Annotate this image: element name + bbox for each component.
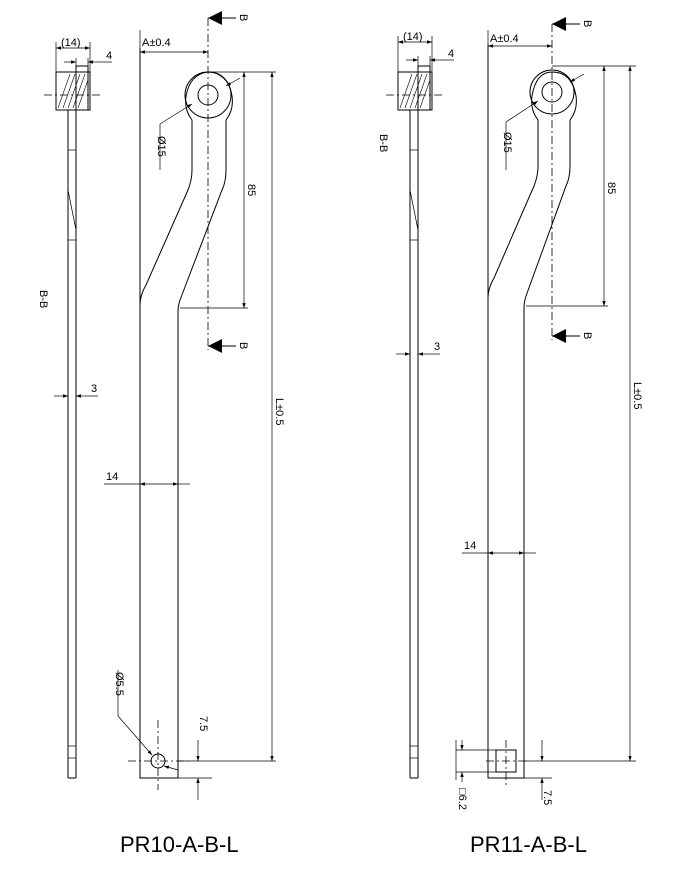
front-view-pr10: B B A±0.4 Ø15 85 L±0.5 14 bbox=[104, 11, 285, 800]
hub-hatching-pr11 bbox=[399, 73, 431, 109]
offset-label-pr10: A±0.4 bbox=[142, 37, 171, 49]
drawing-pr11: (14) 4 B-B 3 B B A±0.4 bbox=[377, 17, 643, 857]
length-label-pr10: L±0.5 bbox=[273, 398, 285, 425]
flange-label-pr11: 4 bbox=[448, 48, 454, 60]
square-label-pr11: □6.2 bbox=[456, 788, 468, 810]
rise-label-pr10: 85 bbox=[245, 184, 257, 196]
part-title-pr10: PR10-A-B-L bbox=[120, 832, 239, 857]
offset-label-pr11: A±0.4 bbox=[490, 33, 519, 45]
hub-width-label-pr10: (14) bbox=[61, 37, 81, 49]
hub-hatching-pr10 bbox=[57, 73, 89, 109]
section-label-pr10: B-B bbox=[37, 290, 49, 308]
cut-label-top-pr11: B bbox=[581, 20, 593, 27]
part-title-pr11: PR11-A-B-L bbox=[470, 832, 587, 857]
bore-label-pr10: Ø15 bbox=[155, 136, 167, 157]
end-label-pr11: 7.5 bbox=[541, 790, 553, 805]
cut-label-bottom-pr10: B bbox=[237, 342, 249, 349]
bore-label-pr11: Ø15 bbox=[501, 132, 513, 153]
drawing-pr10: (14) 4 B-B 3 B bbox=[37, 11, 285, 857]
bar-width-label-pr10: 14 bbox=[106, 471, 118, 483]
front-view-pr11: B B A±0.4 Ø15 85 L±0.5 14 bbox=[455, 17, 643, 810]
thickness-label-pr11: 3 bbox=[434, 341, 440, 353]
section-label-pr11: B-B bbox=[377, 134, 389, 152]
hub-width-label-pr11: (14) bbox=[403, 31, 423, 43]
flange-label-pr10: 4 bbox=[106, 50, 112, 62]
bar-width-label-pr11: 14 bbox=[464, 540, 476, 552]
cut-label-bottom-pr11: B bbox=[581, 332, 593, 339]
side-view-pr10: (14) 4 B-B 3 bbox=[37, 37, 112, 779]
length-label-pr11: L±0.5 bbox=[631, 382, 643, 409]
hole-label-pr10: Ø5.5 bbox=[113, 672, 125, 696]
side-view-pr11: (14) 4 B-B 3 bbox=[377, 31, 454, 779]
end-label-pr10: 7.5 bbox=[197, 716, 209, 731]
thickness-label-pr10: 3 bbox=[91, 383, 97, 395]
rise-label-pr11: 85 bbox=[605, 182, 617, 194]
cut-label-top-pr10: B bbox=[237, 14, 249, 21]
